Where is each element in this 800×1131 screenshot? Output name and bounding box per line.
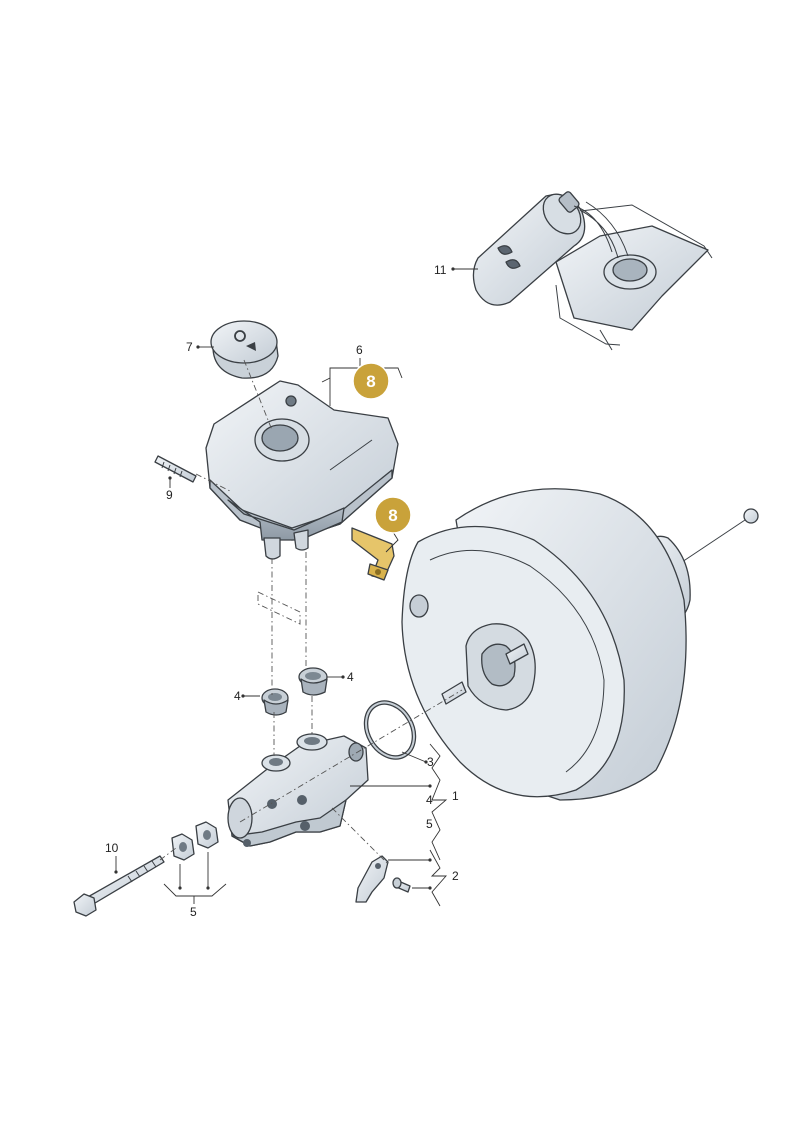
assembly-lines: [159, 359, 463, 865]
callout-10: 10: [105, 841, 119, 855]
sensor-bracket: [355, 855, 389, 903]
seal-grommet-right: [298, 667, 328, 696]
callout-badge-8-lower: 8: [374, 496, 412, 534]
callout-labels: 11 7 6 9 4 4 3 4 1 5 2 10 5: [105, 263, 459, 919]
callout-5-bracket: 5: [426, 817, 433, 831]
callout-7: 7: [186, 340, 193, 354]
brake-fluid-bottle: [472, 191, 629, 306]
callout-9: 9: [166, 488, 173, 502]
hex-bolt: [73, 855, 165, 917]
callout-1: 1: [452, 789, 459, 803]
brake-master-cylinder: [227, 733, 369, 847]
brake-booster: [401, 488, 759, 801]
screw: [392, 877, 411, 893]
callout-6: 6: [356, 343, 363, 357]
brake-fluid-reservoir: [205, 380, 399, 560]
o-ring: [363, 700, 417, 760]
seal-grommet-left: [261, 688, 289, 716]
highlighted-clip: [351, 527, 395, 581]
leader-lines: [114, 267, 478, 907]
callout-3: 3: [427, 755, 434, 769]
callout-11: 11: [434, 263, 447, 277]
callout-4-bracket: 4: [426, 793, 433, 807]
callout-4-left: 4: [234, 689, 241, 703]
reservoir-cap: [210, 320, 279, 379]
guide-pin: [154, 455, 197, 483]
callout-5-bottom: 5: [190, 905, 197, 919]
hex-nut-left: [171, 833, 195, 861]
inset-detail: [555, 204, 713, 351]
hex-nut-right: [195, 821, 219, 849]
badge-text: 8: [366, 372, 375, 391]
badge-text: 8: [388, 506, 397, 525]
callout-4-right: 4: [347, 670, 354, 684]
callout-2: 2: [452, 869, 459, 883]
callout-badge-8-upper: 8: [352, 362, 390, 400]
